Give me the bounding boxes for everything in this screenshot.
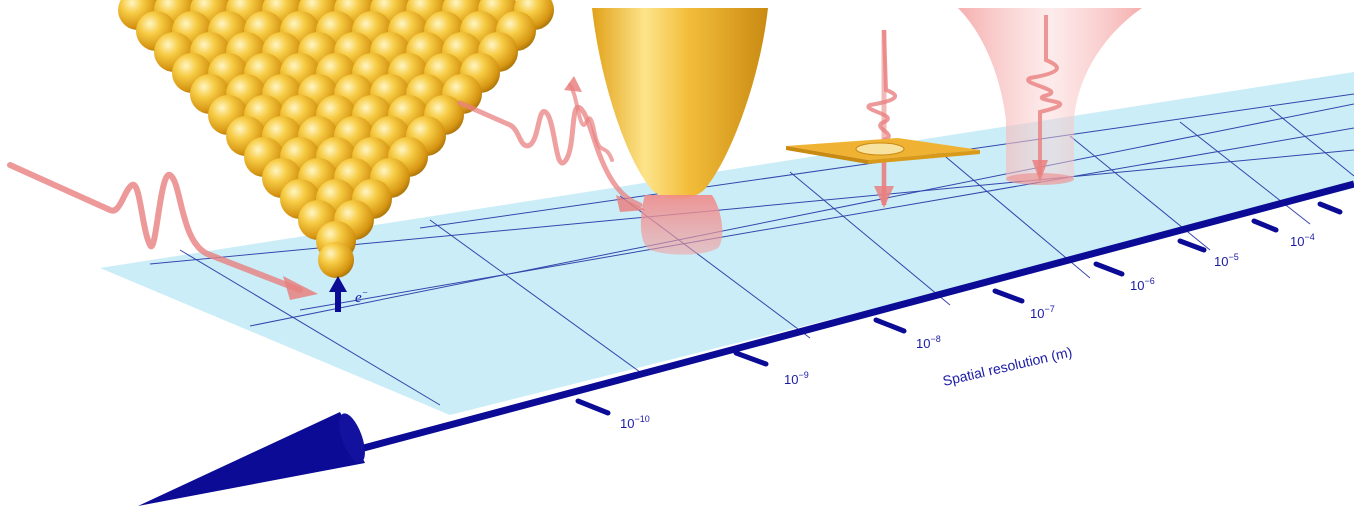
tick-label: 10−9 (784, 370, 809, 387)
tick-label: 10−5 (1214, 252, 1239, 269)
axis-tick (873, 317, 907, 334)
axis-tick (733, 350, 769, 367)
axis-tick (1317, 201, 1343, 215)
tick-label: 10−4 (1290, 232, 1315, 249)
tick-label: 10−7 (1030, 304, 1055, 321)
axis-tick (1251, 218, 1279, 233)
near-field-tip-icon (592, 8, 768, 255)
axis-title: Spatial resolution (m) (941, 344, 1073, 389)
scattered-wave (568, 83, 614, 162)
electron-arrow (329, 276, 347, 312)
atomic-tip-icon (118, 0, 554, 278)
tick-label: 10−6 (1130, 276, 1155, 293)
axis-tick (992, 288, 1025, 304)
light-wave-1 (7, 162, 303, 293)
axis-tick (1177, 238, 1207, 253)
axis-tick (1093, 261, 1125, 277)
axis-ticks (575, 201, 1343, 416)
resolution-axis (329, 180, 1354, 461)
lens-cone-icon (958, 8, 1142, 185)
tick-label: 10−8 (916, 334, 941, 351)
axis-tick (575, 398, 611, 416)
apex-atom (318, 242, 354, 278)
light-wave-2 (457, 100, 643, 208)
tick-label: 10−10 (620, 414, 650, 431)
aperture-icon (786, 29, 980, 208)
axis-arrowhead (138, 412, 365, 506)
electron-label: e− (355, 288, 368, 306)
